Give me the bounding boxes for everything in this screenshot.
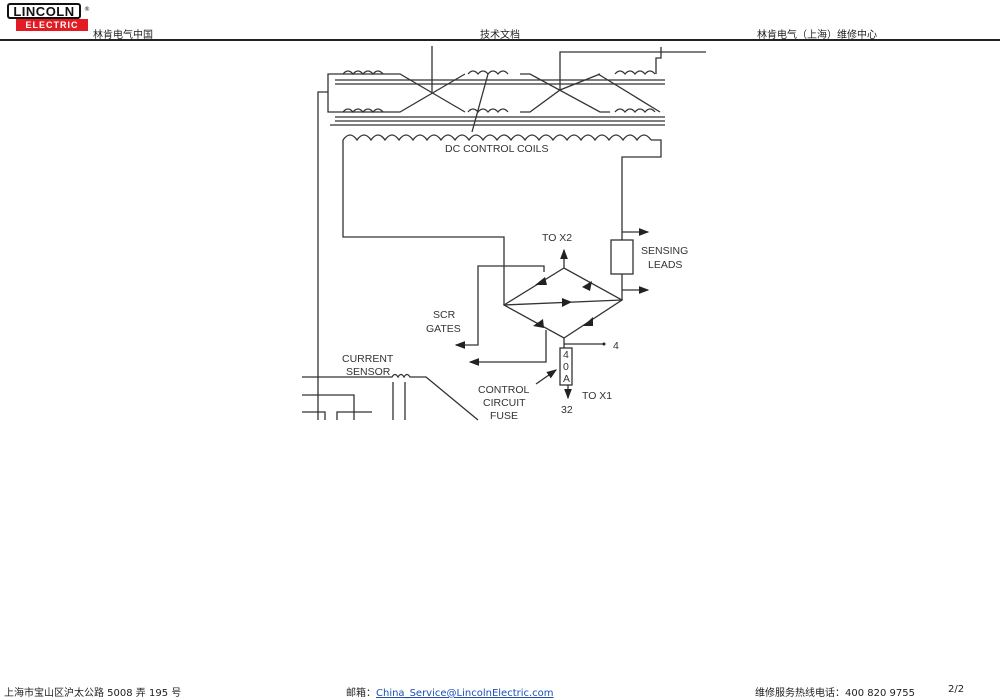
circuit-diagram: DC CONTROL COILS TO X2 SENSING LEADS SCR… — [302, 46, 706, 422]
label-scr: SCR — [433, 309, 456, 321]
footer-email-block: 邮箱：China_Service@LincolnElectric.com — [346, 684, 554, 699]
lincoln-electric-logo: LINCOLN ELECTRIC ® — [7, 3, 90, 31]
footer-email-link[interactable]: China_Service@LincolnElectric.com — [376, 688, 554, 699]
label-dc-control-coils: DC CONTROL COILS — [445, 143, 548, 155]
label-to-x1: TO X1 — [582, 390, 612, 402]
footer-page-number: 2/2 — [948, 684, 965, 695]
label-sensing: SENSING — [641, 245, 688, 257]
footer-address: 上海市宝山区沪太公路 5008 弄 195 号 — [4, 688, 182, 699]
registered-mark: ® — [84, 6, 90, 13]
header-doc-type: 技术文档 — [480, 30, 520, 41]
label-current: CURRENT — [342, 353, 394, 365]
label-wire-4: 4 — [613, 340, 619, 352]
fuse-rating-digit-2: 0 — [563, 361, 569, 373]
footer-hotline: 维修服务热线电话：400 820 9755 — [755, 688, 915, 699]
logo-electric: ELECTRIC — [16, 19, 88, 31]
label-to-x2: TO X2 — [542, 232, 572, 244]
label-leads: LEADS — [648, 259, 682, 271]
label-control: CONTROL — [478, 384, 529, 396]
header-service-center: 林肯电气（上海）维修中心 — [757, 30, 877, 41]
fuse-rating-digit-1: 4 — [563, 349, 569, 361]
header-company: 林肯电气中国 — [93, 30, 153, 41]
fuse-rating-unit: A — [563, 373, 570, 385]
bridge-diodes — [533, 277, 593, 328]
footer-email-label: 邮箱： — [346, 688, 376, 699]
label-circuit: CIRCUIT — [483, 397, 526, 409]
label-wire-32: 32 — [561, 404, 573, 416]
logo-lincoln: LINCOLN — [7, 3, 81, 19]
header-divider — [0, 39, 1000, 41]
label-gates: GATES — [426, 323, 461, 335]
label-sensor: SENSOR — [346, 366, 391, 378]
transformer-windings — [302, 46, 706, 421]
label-fuse: FUSE — [490, 410, 518, 422]
